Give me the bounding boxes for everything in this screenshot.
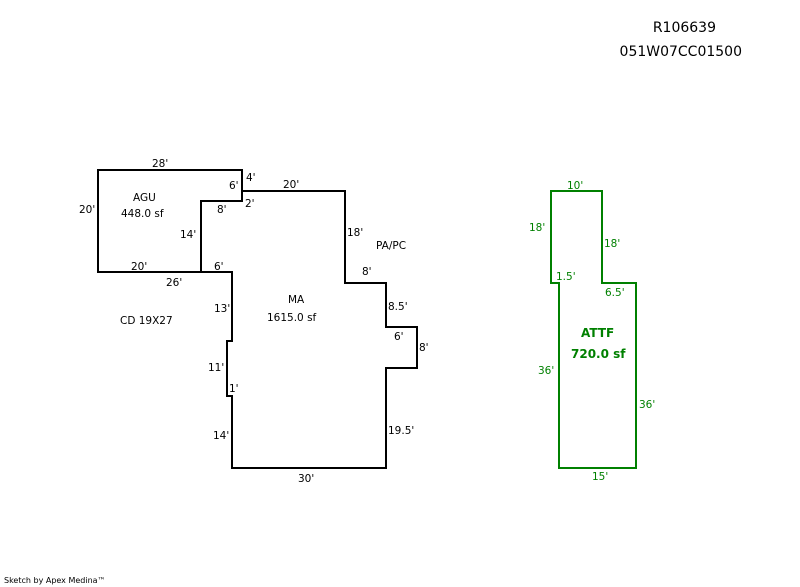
dim-label: 14' (180, 229, 196, 241)
dim-label: 36' (538, 365, 554, 377)
dim-label: 18' (347, 227, 363, 239)
dim-label: 20' (79, 204, 95, 216)
dim-label: 8' (217, 204, 227, 216)
ma-outline (200, 190, 418, 469)
dim-label: 18' (529, 222, 545, 234)
dim-label: 11' (208, 362, 224, 374)
dim-label: 28' (152, 158, 168, 170)
attf-label: ATTF (581, 326, 614, 340)
dim-label: 2' (245, 198, 255, 210)
papc-note: PA/PC (376, 240, 406, 252)
dim-label: 4' (246, 172, 256, 184)
parcel-id: 051W07CC01500 (619, 44, 742, 60)
dim-label: 1' (229, 383, 239, 395)
ma-area: 1615.0 sf (267, 312, 317, 324)
record-id: R106639 (652, 20, 716, 36)
agu-area: 448.0 sf (121, 208, 164, 220)
dim-label: 6.5' (605, 287, 625, 299)
dim-label: 20' (283, 179, 299, 191)
attf-area: 720.0 sf (571, 347, 626, 361)
dim-label: 19.5' (388, 425, 414, 437)
ma-label: MA (288, 294, 305, 306)
dim-label: 10' (567, 180, 583, 192)
dim-label: 6' (229, 180, 239, 192)
sketch-credit: Sketch by Apex Medina™ (4, 576, 106, 585)
dim-label: 20' (131, 261, 147, 273)
dim-label: 8.5' (388, 301, 408, 313)
dim-label: 8' (362, 266, 372, 278)
dim-label: 36' (639, 399, 655, 411)
dim-label: 13' (214, 303, 230, 315)
dim-label: 15' (592, 471, 608, 483)
cd-note: CD 19X27 (120, 315, 173, 327)
dim-label: 1.5' (556, 271, 576, 283)
agu-outline (97, 169, 243, 273)
dim-label: 6' (214, 261, 224, 273)
dim-label: 26' (166, 277, 182, 289)
dim-label: 6' (394, 331, 404, 343)
dim-label: 30' (298, 473, 314, 485)
agu-label: AGU (133, 192, 156, 204)
dim-label: 8' (419, 342, 429, 354)
dim-label: 14' (213, 430, 229, 442)
dim-label: 18' (604, 238, 620, 250)
attf-outline (550, 190, 637, 469)
